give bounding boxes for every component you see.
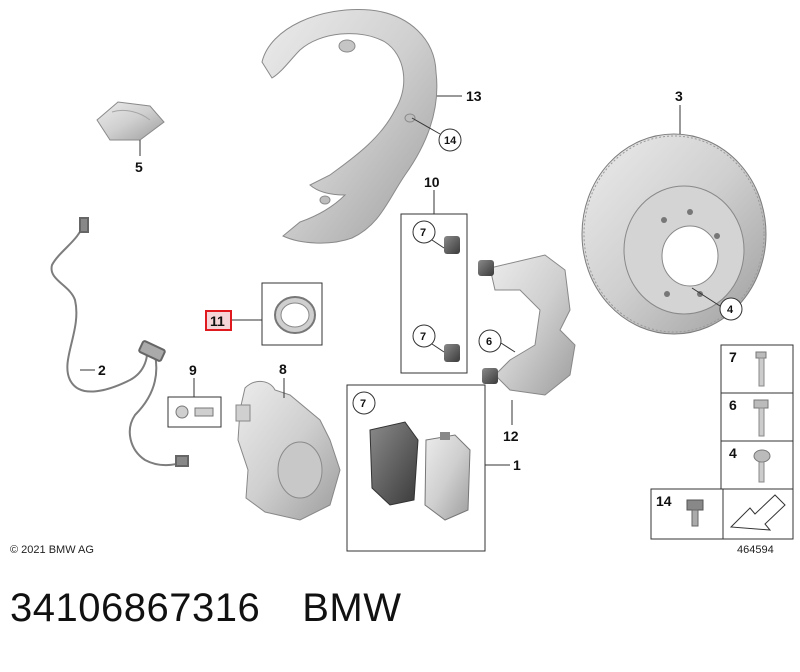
callout-7a: 7 xyxy=(420,227,426,239)
caliper-carrier-part[interactable] xyxy=(478,254,576,396)
callout-5: 5 xyxy=(135,159,143,175)
guide-bushing-part[interactable] xyxy=(444,236,460,362)
callout-11: 11 xyxy=(210,313,225,329)
grease-packet-part[interactable] xyxy=(96,101,165,141)
brake-pad-part[interactable] xyxy=(369,421,471,521)
bolt-14-part[interactable] xyxy=(686,499,704,527)
callout-12: 12 xyxy=(503,428,519,444)
brand-name: BMW xyxy=(302,586,402,630)
callout-1: 1 xyxy=(513,457,521,473)
splash-shield-part[interactable] xyxy=(261,9,438,244)
part-number: 34106867316 xyxy=(10,586,261,630)
callout-2: 2 xyxy=(98,362,106,378)
brake-wear-sensor-part[interactable] xyxy=(50,217,189,467)
callout-8: 8 xyxy=(279,361,287,377)
fastener-legend: 7 6 4 14 xyxy=(650,344,794,540)
callout-10: 10 xyxy=(424,174,440,190)
legend-label-4: 4 xyxy=(729,445,737,461)
caliper-housing-part[interactable] xyxy=(235,381,341,521)
legend-label-7: 7 xyxy=(729,349,737,365)
highlight-11[interactable] xyxy=(205,310,232,331)
part-number-footer: 34106867316 BMW xyxy=(10,586,401,631)
callout-3: 3 xyxy=(675,88,683,104)
callout-6: 6 xyxy=(486,336,492,348)
reference-arrow-icon xyxy=(729,494,786,531)
bolt-7-part[interactable] xyxy=(755,351,767,387)
callout-7b: 7 xyxy=(420,331,426,343)
diagram-id: 464594 xyxy=(737,544,774,556)
copyright-text: © 2021 BMW AG xyxy=(10,544,94,556)
bolt-6-part[interactable] xyxy=(753,399,769,437)
callout-7c: 7 xyxy=(360,398,366,410)
bolt-4-part[interactable] xyxy=(753,449,771,483)
callout-4-disc: 4 xyxy=(727,304,734,316)
legend-label-6: 6 xyxy=(729,397,737,413)
callout-9: 9 xyxy=(189,362,197,378)
callout-circle-14 xyxy=(438,128,462,152)
callout-13: 13 xyxy=(466,88,482,104)
bleed-screw-part[interactable] xyxy=(175,405,214,419)
callout-14-shield: 14 xyxy=(444,135,457,147)
caliper-seal-part[interactable] xyxy=(274,296,316,334)
brake-disc-part[interactable] xyxy=(581,133,767,335)
legend-label-14: 14 xyxy=(656,493,672,509)
